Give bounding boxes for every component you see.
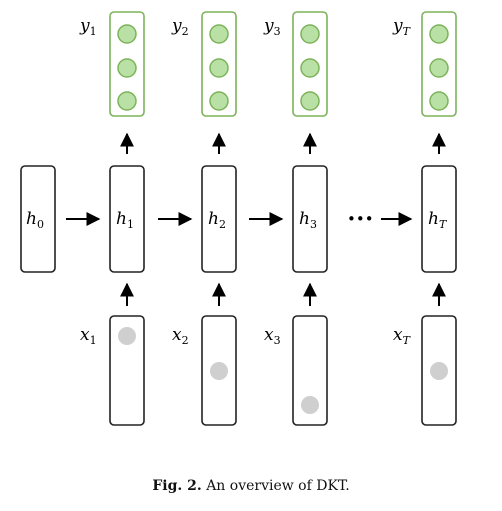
- output-node: [429, 24, 449, 44]
- output-node: [300, 24, 320, 44]
- label-x1: x1: [80, 325, 97, 347]
- output-node: [300, 58, 320, 78]
- output-node: [300, 91, 320, 111]
- hidden-state-box-h2: [201, 165, 237, 273]
- output-column-1: [109, 11, 145, 117]
- output-column-3: [292, 11, 328, 117]
- label-h3: h3: [299, 209, 317, 231]
- input-box-x3: [292, 315, 328, 426]
- input-dot-x3: [301, 396, 319, 414]
- hidden-state-box-h3: [292, 165, 328, 273]
- output-node: [209, 58, 229, 78]
- output-node: [209, 24, 229, 44]
- output-column-2: [201, 11, 237, 117]
- ellipsis: •••: [347, 210, 374, 228]
- output-node: [117, 91, 137, 111]
- label-h2: h2: [208, 209, 226, 231]
- input-dot-xt: [430, 362, 448, 380]
- output-node: [209, 91, 229, 111]
- input-box-x1: [109, 315, 145, 426]
- output-node: [117, 58, 137, 78]
- input-dot-x2: [210, 362, 228, 380]
- figure-caption: Fig. 2. An overview of DKT.: [0, 478, 502, 494]
- label-y1: y1: [79, 16, 97, 38]
- label-yt: yT: [392, 16, 412, 38]
- label-ht: hT: [428, 209, 448, 231]
- output-node: [117, 24, 137, 44]
- label-xt: xT: [393, 325, 412, 347]
- label-x2: x2: [172, 325, 189, 347]
- hidden-state-box-h1: [109, 165, 145, 273]
- caption-label: Fig. 2.: [152, 478, 202, 494]
- output-node: [429, 91, 449, 111]
- dkt-diagram: y1 y2 y3 yT h0 h1 h2 h3 hT ••• x1 x2 x3 …: [20, 11, 457, 426]
- input-dot-x1: [118, 327, 136, 345]
- hidden-state-box-ht: [421, 165, 457, 273]
- label-y3: y3: [263, 16, 281, 38]
- label-h1: h1: [116, 209, 134, 231]
- output-column-t: [421, 11, 457, 117]
- output-node: [429, 58, 449, 78]
- caption-text: An overview of DKT.: [206, 478, 350, 494]
- label-y2: y2: [171, 16, 189, 38]
- label-x3: x3: [264, 325, 281, 347]
- label-h0: h0: [26, 209, 44, 231]
- hidden-state-box-h0: [20, 165, 56, 273]
